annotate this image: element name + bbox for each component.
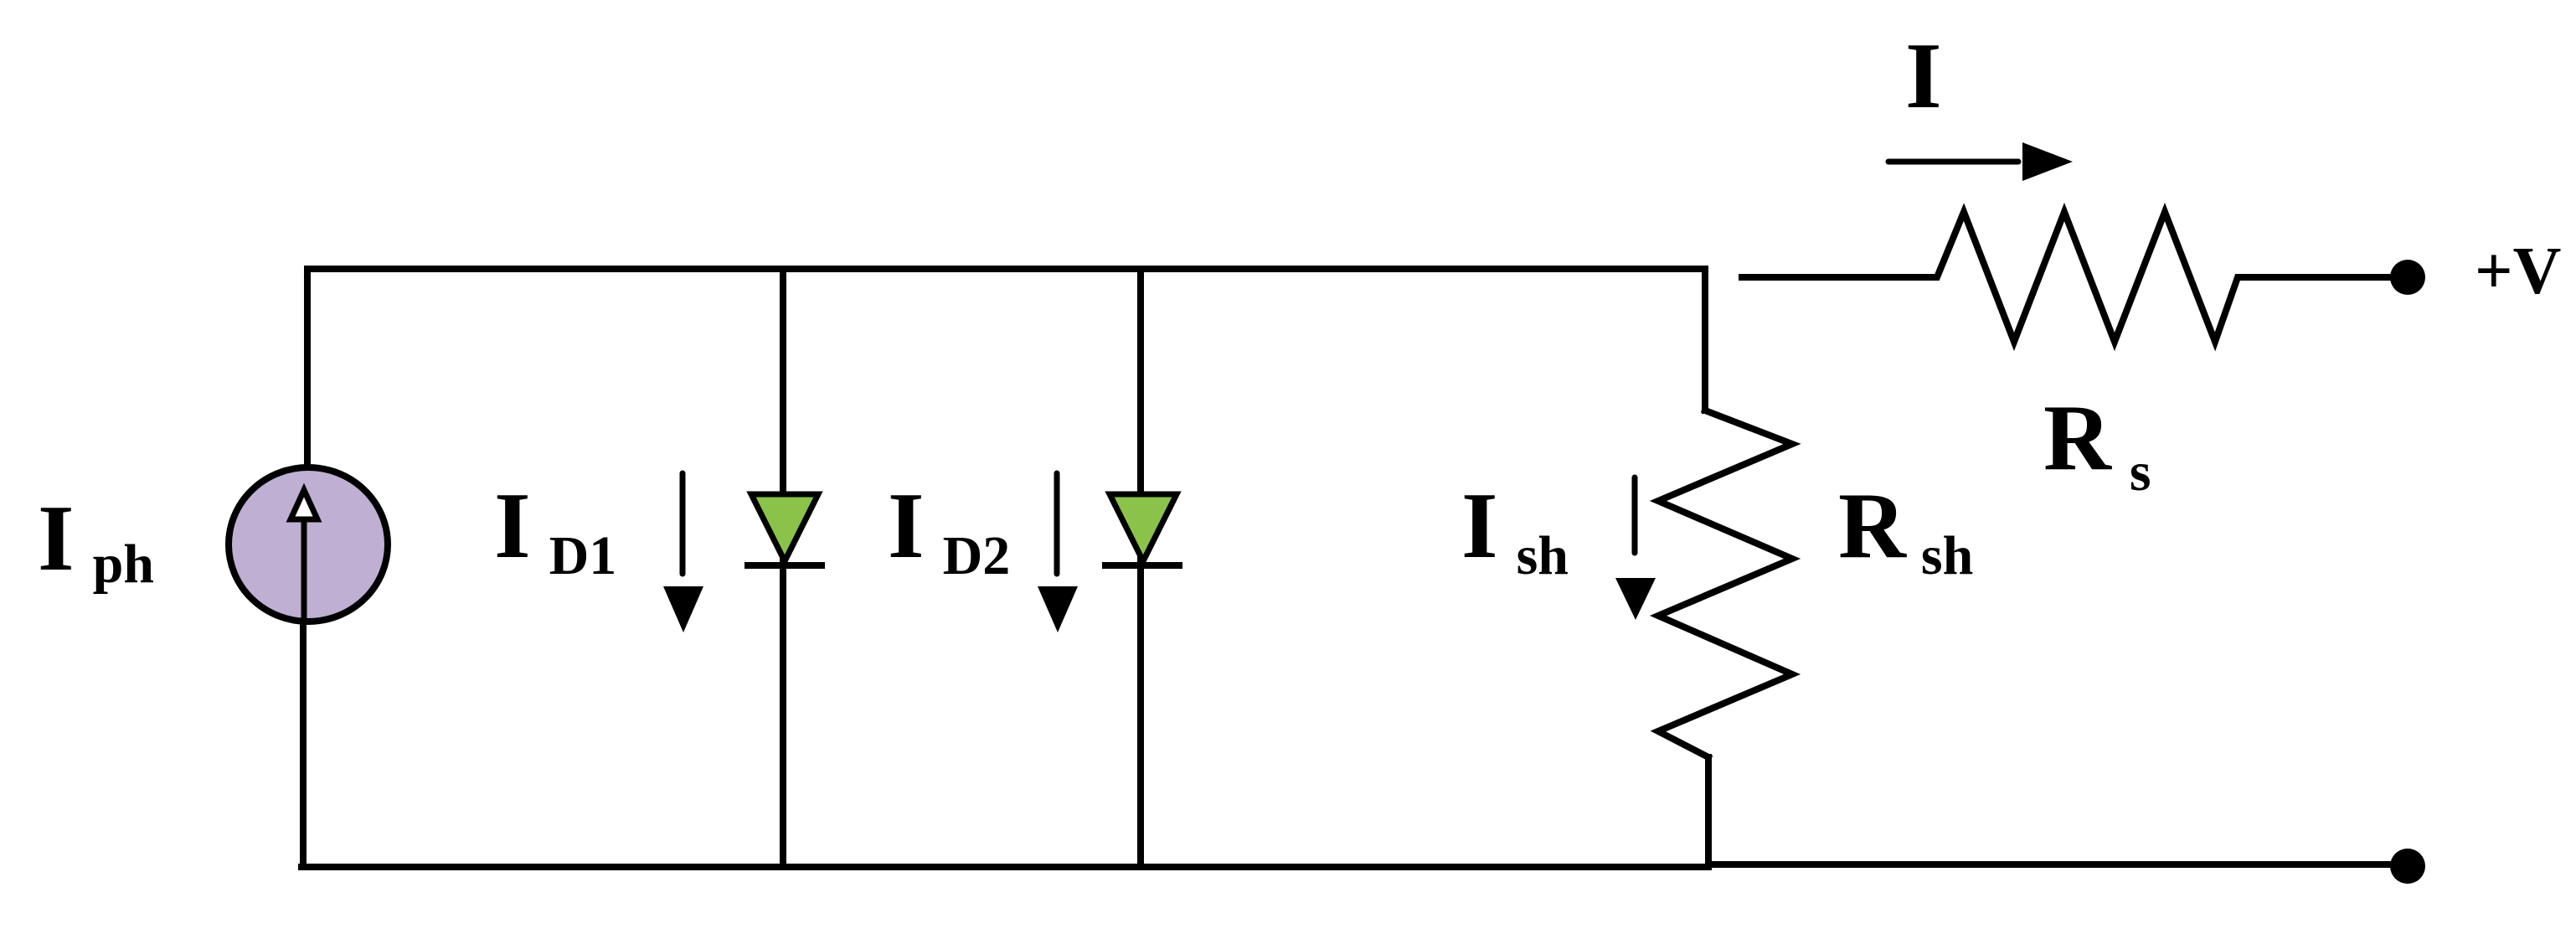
diode2-symbol: [1102, 491, 1182, 569]
output-current-label: I: [1905, 24, 1942, 128]
series-resistor-zigzag: [1739, 202, 2407, 352]
ish-current-arrow-icon: [1615, 474, 1656, 620]
terminal-voltage-label: +V: [2475, 235, 2561, 308]
id2-current-arrow-icon: [1038, 470, 1078, 632]
shunt-resistor-zigzag: [1649, 405, 1801, 762]
output-current-arrow-icon: [1885, 142, 2073, 181]
diode1-symbol: [744, 491, 825, 569]
negative-terminal: [2390, 849, 2425, 884]
bottom-rail-wire: [298, 754, 1712, 870]
current-source: [225, 464, 391, 625]
top-rail-wire: [304, 266, 1708, 414]
id1-current-arrow-icon: [663, 470, 703, 632]
positive-terminal: [2390, 260, 2425, 295]
